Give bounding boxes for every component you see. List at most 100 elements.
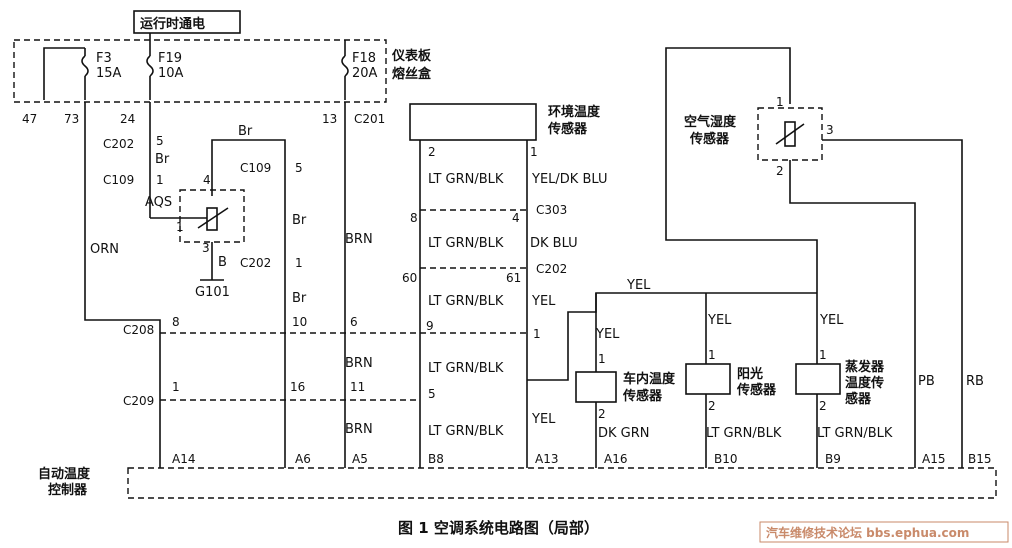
aqs-pin-4: 4 [203,173,211,187]
sun-pin-1: 1 [708,348,716,362]
humidity-pin-2: 2 [776,164,784,178]
c208-pin-6: 6 [350,315,358,329]
wire-label-dkgrn: DK GRN [598,426,650,441]
c209-pin-16: 16 [290,380,305,394]
ambient-sensor-label-1: 环境温度 [548,104,601,120]
power-header-label: 运行时通电 [140,16,205,32]
wire-rb [822,139,963,455]
wire-label-dkblu: DK BLU [530,236,578,251]
controller-label-2: 控制器 [48,482,88,498]
ground-wire-label: B [218,255,227,270]
wire-br-a: Br [155,152,170,167]
ambient-sensor-box [409,103,537,141]
wire-label-orn: ORN [90,242,119,257]
ctrl-pin-b9: B9 [825,452,841,466]
ambient-pin-2: 2 [428,145,436,159]
ctrl-pin-b15: B15 [968,452,992,466]
wire-label-ltgrn-3: LT GRN/BLK [428,294,504,309]
fuse-box-outline [13,39,387,103]
wire-label-ltgrn-2: LT GRN/BLK [428,236,504,251]
wire-pb [789,160,916,455]
fuse-f3-icon [81,55,89,77]
power-header-box [133,10,241,34]
watermark: 汽车维修技术论坛 bbs.ephua.com [766,525,969,540]
c209-pin-11: 11 [350,380,365,394]
controller-outline [127,467,997,499]
fuse-f19-rating: 10A [158,66,184,81]
wire-label-ltgrn-sun: LT GRN/BLK [706,426,782,441]
humidity-sensor-label-2: 传感器 [689,131,730,147]
fuse-connector-c201: C201 [354,112,385,126]
conn-c109b-pin: 5 [295,161,303,175]
c209-pin-5: 5 [428,387,436,401]
fuse-box-label-1: 仪表板 [391,48,432,64]
fuse-f19-icon [146,55,154,77]
cabin-sensor-box [575,371,617,403]
ambient-pin-1: 1 [530,145,538,159]
ctrl-pin-a5: A5 [352,452,368,466]
wire-label-yel-2: YEL [531,412,556,427]
variable-resistor-icon [197,207,229,229]
c303-pin-4: 4 [512,211,520,225]
fuse-f19-name: F19 [158,51,182,66]
conn-c202a: C202 [103,137,134,151]
aqs-label: AQS [145,195,172,210]
sun-pin-2: 2 [708,399,716,413]
evap-pin-1: 1 [819,348,827,362]
ambient-sensor-label-2: 传感器 [547,121,588,137]
wire-label-rb: RB [966,374,984,389]
wire-label-ltgrn-evap: LT GRN/BLK [817,426,893,441]
wire-label-brn-a: BRN [345,232,373,247]
conn-c202c: C202 [536,262,567,276]
fuse-f18-rating: 20A [352,66,378,81]
fuse-pin-47: 47 [22,112,37,126]
wire-br-b [211,139,286,455]
c202c-pin-61: 61 [506,271,521,285]
evap-sensor-box [795,363,841,395]
humidity-pin-3: 3 [826,123,834,137]
aqs-sensor-outline [179,189,245,243]
ctrl-pin-a13: A13 [535,452,558,466]
wire-yel-bus [527,292,817,381]
aqs-pin-3: 3 [202,241,210,255]
evap-sensor-label-1: 蒸发器 [845,359,885,375]
sun-sensor-label-2: 传感器 [736,382,777,398]
wire-br-b-label: Br [238,124,253,139]
c303-pin-8: 8 [410,211,418,225]
c208-pin-9: 9 [426,319,434,333]
wire-label-pb: PB [918,374,935,389]
conn-c209: C209 [123,394,154,408]
wire-humidity-loop [665,47,818,293]
cabin-sensor-label-2: 传感器 [622,388,663,404]
fuse-box-label-2: 熔丝盒 [392,66,432,82]
wire-label-yel-dkblu: YEL/DK BLU [531,172,607,187]
wire-label-ltgrn-5: LT GRN/BLK [428,424,504,439]
wire-br-d-label: Br [292,291,307,306]
fuse-pin-73: 73 [64,112,79,126]
wire-orn [84,102,161,455]
wire-br-c-label: Br [292,213,307,228]
conn-c303: C303 [536,203,567,217]
ctrl-pin-b10: B10 [714,452,738,466]
figure-caption: 图 1 空调系统电路图（局部） [398,519,599,537]
conn-c109a: C109 [103,173,134,187]
evap-sensor-label-3: 感器 [845,391,872,407]
c209-pin-1: 1 [172,380,180,394]
aqs-pin-1: 1 [176,220,184,234]
ctrl-pin-a6: A6 [295,452,311,466]
controller-label-1: 自动温度 [38,466,91,482]
conn-c202b-pin: 1 [295,256,303,270]
controller-pins [159,455,963,468]
cabin-sensor-label-1: 车内温度 [623,371,676,387]
ctrl-pin-a15: A15 [922,452,945,466]
fuse-f3-rating: 15A [96,66,122,81]
fuse-f18-name: F18 [352,51,376,66]
cabin-pin-2: 2 [598,407,606,421]
evap-sensor-label-2: 温度传 [845,375,884,391]
sun-sensor-label-1: 阳光 [737,366,763,382]
wire-label-yel-sun: YEL [707,313,732,328]
fuse-pin-13: 13 [322,112,337,126]
c208-pin-8: 8 [172,315,180,329]
c202c-pin-60: 60 [402,271,417,285]
conn-c109a-pin: 1 [156,173,164,187]
